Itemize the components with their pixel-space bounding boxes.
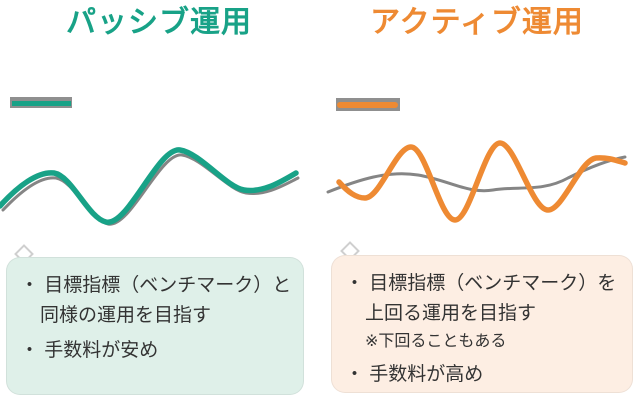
active-chart [326,140,628,223]
active-fund-legend-line [337,102,398,108]
passive-legend [10,97,72,108]
passive-fund-line [0,147,299,225]
active-title: アクティブ運用 [370,6,584,39]
passive-fee-line: ・ 手数料が安め [20,340,159,361]
active-goal-line-continued: 上回る運用を目指す [365,303,537,324]
active-fee-line: ・ 手数料が高め [345,364,484,385]
passive-title: パッシブ運用 [66,6,252,39]
passive-goal-line: ・ 目標指標（ベンチマーク）と [20,275,292,296]
active-note-line: ※下回ることもある [365,333,507,350]
active-description-bubble: ・ 目標指標（ベンチマーク）を 上回る運用を目指す ※下回ることもある ・ 手数… [331,255,633,393]
passive-description-bubble: ・ 目標指標（ベンチマーク）と 同様の運用を目指す ・ 手数料が安め [6,257,304,395]
passive-fund-legend-line [12,101,71,106]
passive-chart [0,147,300,226]
passive-goal-line-continued: 同様の運用を目指す [40,305,212,326]
active-fund-line [336,140,628,223]
active-goal-line: ・ 目標指標（ベンチマーク）を [345,273,617,294]
active-legend [336,98,400,111]
